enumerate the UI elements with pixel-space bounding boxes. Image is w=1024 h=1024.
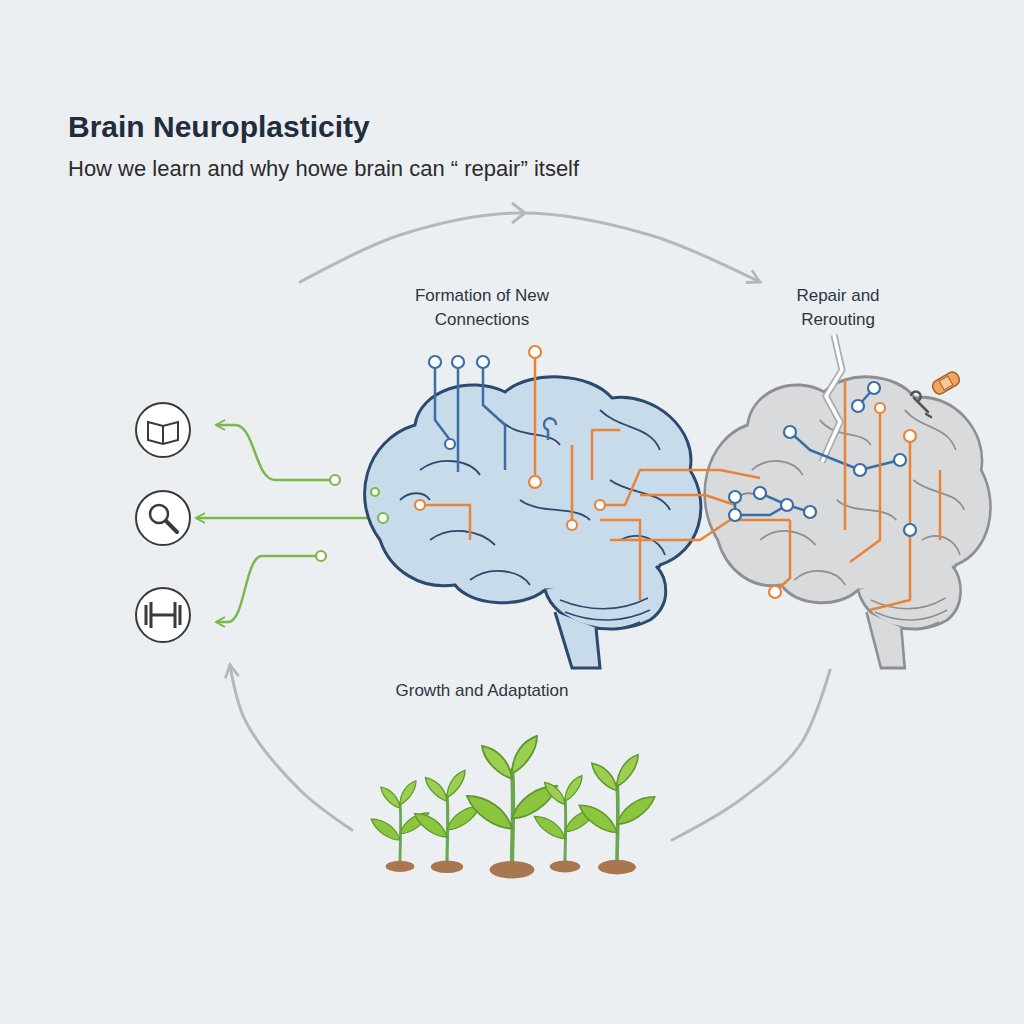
circuit-node <box>769 586 781 598</box>
circuit-node <box>784 426 796 438</box>
circuit-nodes <box>316 346 605 561</box>
circuit-node <box>854 464 866 476</box>
wrench-icon <box>911 392 931 417</box>
stage-heading: Formation of New Connections <box>382 284 582 332</box>
stage-heading: Repair and Rerouting <box>773 284 903 332</box>
circuit-node <box>330 475 340 485</box>
bandage-pad <box>939 376 953 390</box>
magnifier-handle <box>166 521 177 532</box>
circuit-node <box>894 454 906 466</box>
sprout <box>415 770 480 873</box>
circuit-node <box>875 403 885 413</box>
blue-wire <box>544 418 556 440</box>
sprout <box>534 776 595 873</box>
subtitle-label: How we learn and why howe brain can “ re… <box>68 156 579 182</box>
node-text-group: Growth and Adaptation <box>352 679 612 703</box>
circuit-node <box>529 476 541 488</box>
bandage-strip <box>930 370 961 396</box>
rerouted-circuits <box>735 380 940 610</box>
circuit-node <box>477 356 489 368</box>
node-text-group: Repair and Rerouting <box>773 284 903 332</box>
circuit-node <box>567 520 577 530</box>
crack-line <box>822 335 842 462</box>
orange-wire <box>420 358 640 600</box>
circuit-node <box>852 400 864 412</box>
circuit-node <box>316 551 326 561</box>
circuit-node <box>729 509 741 521</box>
icon-circle <box>136 491 190 545</box>
circuit-node <box>529 346 541 358</box>
crack-shadow <box>822 335 842 462</box>
stage-node: Repair and Rerouting <box>705 282 990 670</box>
book-icon <box>148 422 178 444</box>
cycle-arrow <box>300 213 760 282</box>
new-circuits <box>420 358 790 600</box>
activity-icons <box>136 403 190 642</box>
orange-wire <box>775 380 940 610</box>
sprout <box>579 755 655 875</box>
circuit-node <box>452 356 464 368</box>
stage-node: Formation of New Connections <box>230 282 705 665</box>
damage-crack <box>822 335 842 462</box>
circuit-node <box>781 499 793 511</box>
cycle-chevron <box>512 203 525 223</box>
green-arrow <box>216 425 332 480</box>
rerouted-nodes <box>729 382 916 598</box>
circuit-node <box>371 488 379 496</box>
circuit-node <box>904 430 916 442</box>
icon-circle <box>136 403 190 457</box>
blue-wire <box>435 368 505 472</box>
diagram-title: Brain Neuroplasticity <box>68 110 370 144</box>
dumbbell-icon <box>146 602 180 628</box>
damaged-brain <box>705 377 991 668</box>
healthy-brain <box>365 377 701 668</box>
blue-wire <box>735 388 900 515</box>
circuit-node <box>445 439 455 449</box>
circuit-node <box>378 513 388 523</box>
sprout <box>467 736 557 879</box>
circuit-node <box>754 487 766 499</box>
icon-circle <box>136 588 190 642</box>
stage-node: Growth and Adaptation <box>352 675 672 875</box>
orange-wire <box>600 470 790 540</box>
stage-heading: Growth and Adaptation <box>352 679 612 703</box>
sprout <box>371 781 429 872</box>
cycle-arrow <box>672 670 830 840</box>
circuit-node <box>429 356 441 368</box>
green-arrow <box>196 517 380 520</box>
green-arrow <box>216 556 318 622</box>
circuit-node <box>804 506 816 518</box>
circuit-node <box>904 524 916 536</box>
circuit-node <box>729 491 741 503</box>
bandage-icon <box>930 370 961 396</box>
circuit-node <box>595 500 605 510</box>
circuit-node <box>415 500 425 510</box>
cycle-arrow <box>230 665 352 830</box>
circuit-node <box>868 382 880 394</box>
node-text-group: Formation of New Connections <box>382 284 582 332</box>
